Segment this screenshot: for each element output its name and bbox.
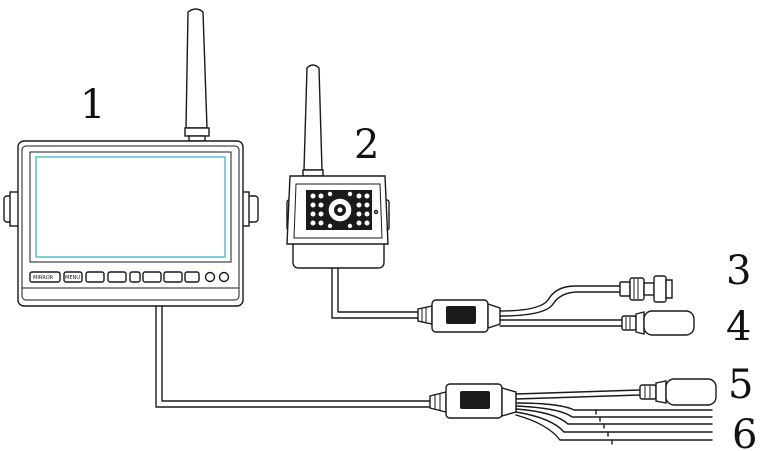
upper-junction-box [417,299,501,333]
camera [286,175,390,269]
monitor-antenna [184,8,210,142]
connector-3-bnc [619,275,673,303]
connector-6-wires [515,402,713,445]
monitor-indicator-1 [204,271,216,283]
monitor-cable [155,305,431,408]
camera-cable [331,267,419,319]
label-monitor: 1 [80,82,105,128]
monitor-button-6 [142,271,162,283]
monitor-button-menu-label: MENU [65,275,80,281]
monitor-indicator-2 [218,271,230,283]
camera-antenna [302,64,324,177]
monitor-housing [17,140,244,307]
label-connector-6: 6 [732,412,757,451]
monitor-button-4 [107,271,127,283]
label-connector-4: 4 [726,304,751,350]
connector-4-dc [621,310,695,336]
label-camera: 2 [354,122,379,168]
monitor-button-8 [184,271,200,283]
branch-connector-5 [515,389,641,400]
label-connector-5: 5 [728,362,753,408]
connector-5-dc [639,378,717,406]
branch-connector-4 [499,319,623,327]
monitor-button-mirror-label: MIRROR [33,275,54,281]
label-connector-3: 3 [726,248,751,294]
monitor-button-3 [85,271,105,283]
monitor-screen [35,156,226,258]
monitor: MIRROR MENU [3,140,259,307]
monitor-button-menu [63,271,83,283]
branch-connector-3 [499,285,621,317]
monitor-button-5 [129,271,141,283]
monitor-button-row: MIRROR MENU [29,271,230,283]
monitor-button-7 [163,271,183,283]
camera-bracket [292,239,385,269]
monitor-button-mirror [29,271,61,283]
lower-junction-box [429,383,517,419]
